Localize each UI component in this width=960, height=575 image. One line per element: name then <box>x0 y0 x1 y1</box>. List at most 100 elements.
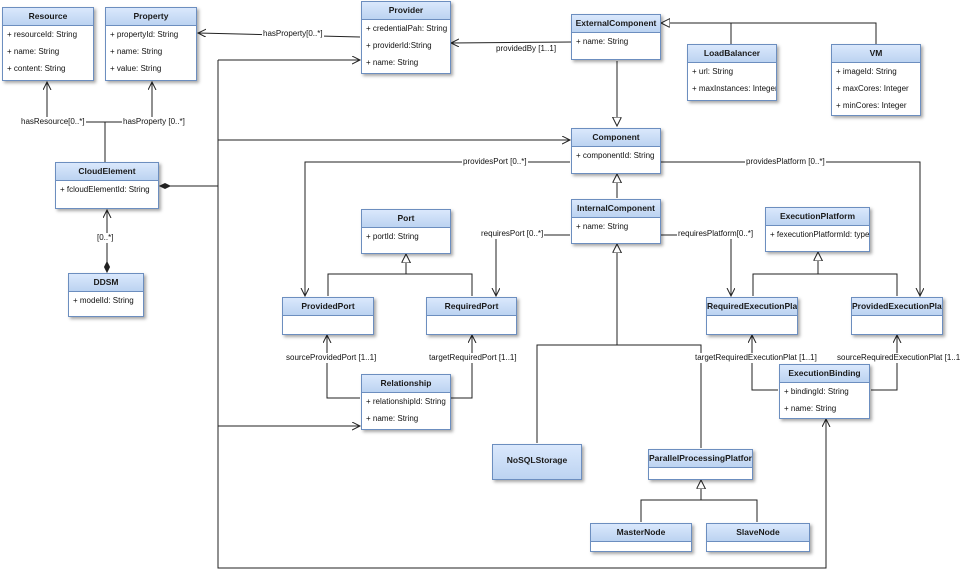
class-required-execution-platform-title: RequiredExecutionPlatform <box>707 298 797 316</box>
edge-requires-port <box>496 234 570 296</box>
class-internal-component-attr: + name: String <box>576 222 629 231</box>
class-load-balancer-attr: + url: String <box>692 67 734 76</box>
edge-target-required-port <box>451 335 472 399</box>
gen-required-exec-platform <box>752 252 818 296</box>
class-property[interactable]: Property + propertyId: String + name: St… <box>105 7 197 81</box>
class-cloud-element[interactable]: CloudElement + fcloudElementId: String <box>55 162 159 209</box>
class-required-execution-platform[interactable]: RequiredExecutionPlatform <box>706 297 798 335</box>
class-nosql-storage[interactable]: NoSQLStorage <box>492 444 582 480</box>
class-external-component-attr: + name: String <box>576 37 629 46</box>
class-component-attr: + componentId: String <box>576 151 655 160</box>
class-master-node-title: MasterNode <box>591 524 691 542</box>
class-cloud-element-title: CloudElement <box>56 163 158 181</box>
class-resource-attr: + resourceId: String <box>7 30 78 39</box>
class-port-title: Port <box>362 210 450 228</box>
class-relationship[interactable]: Relationship + relationshipId: String + … <box>361 374 451 430</box>
class-parallel-processing-platform[interactable]: ParallelProcessingPlatform <box>648 449 753 480</box>
edge-provided-by <box>451 42 573 43</box>
label-source-provided-port: sourceProvidedPort [1..1] <box>285 353 378 363</box>
label-target-required-exec-platform: targetRequiredExecutionPlat [1..1] <box>694 353 818 363</box>
class-resource-attr: + name: String <box>7 47 60 56</box>
label-source-required-exec-platform: sourceRequiredExecutionPlat [1..1] <box>836 353 960 363</box>
class-cloud-element-attr: + fcloudElementId: String <box>60 185 150 194</box>
class-provider-attr: + providerId:String <box>366 41 432 50</box>
class-port[interactable]: Port + portId: String <box>361 209 451 254</box>
class-slave-node-title: SlaveNode <box>707 524 809 542</box>
class-provider-title: Provider <box>362 2 450 20</box>
class-vm-attr: + minCores: Integer <box>836 101 907 110</box>
class-load-balancer[interactable]: LoadBalancer + url: String + maxInstance… <box>687 44 777 101</box>
class-property-attr: + name: String <box>110 47 163 56</box>
label-ddsm-multiplicity: [0..*] <box>96 233 115 243</box>
class-ddsm[interactable]: DDSM + modelId: String <box>68 273 144 317</box>
class-internal-component-title: InternalComponent <box>572 200 660 218</box>
class-relationship-attr: + relationshipId: String <box>366 397 446 406</box>
class-required-port[interactable]: RequiredPort <box>426 297 517 335</box>
edge-requires-platform <box>661 234 731 296</box>
class-external-component[interactable]: ExternalComponent + name: String <box>571 14 661 60</box>
label-has-resource: hasResource[0..*] <box>20 117 86 127</box>
gen-provided-exec-platform <box>818 273 898 296</box>
label-provides-platform: providesPlatform [0..*] <box>745 157 826 167</box>
label-provided-by: providedBy [1..1] <box>495 44 558 54</box>
class-ddsm-attr: + modelId: String <box>73 296 134 305</box>
class-internal-component[interactable]: InternalComponent + name: String <box>571 199 661 244</box>
gen-nosql-to-internal <box>536 244 617 443</box>
label-provider-has-property: hasProperty[0..*] <box>262 29 324 39</box>
class-execution-binding-attr: + bindingId: String <box>784 387 849 396</box>
class-slave-node[interactable]: SlaveNode <box>706 523 810 552</box>
class-resource[interactable]: Resource + resourceId: String + name: St… <box>2 7 94 81</box>
class-resource-attr: + content: String <box>7 64 66 73</box>
class-property-title: Property <box>106 8 196 26</box>
class-execution-binding[interactable]: ExecutionBinding + bindingId: String + n… <box>779 364 870 419</box>
gen-vm <box>731 22 877 44</box>
class-vm-attr: + imageId: String <box>836 67 897 76</box>
class-execution-binding-attr: + name: String <box>784 404 837 413</box>
class-relationship-attr: + name: String <box>366 414 419 423</box>
class-vm-attr: + maxCores: Integer <box>836 84 909 93</box>
edge-has-property <box>105 82 152 123</box>
edge-cloud-element-to-execution-binding <box>217 419 826 569</box>
gen-slave-to-parallel <box>701 499 758 522</box>
label-requires-port: requiresPort [0..*] <box>480 229 545 239</box>
class-provided-execution-platform[interactable]: ProvidedExecutionPlatform <box>851 297 943 335</box>
class-property-attr: + value: String <box>110 64 162 73</box>
class-load-balancer-attr: + maxInstances: Integer <box>692 84 776 93</box>
class-master-node[interactable]: MasterNode <box>590 523 692 552</box>
class-external-component-title: ExternalComponent <box>572 15 660 33</box>
class-property-attr: + propertyId: String <box>110 30 179 39</box>
class-required-port-title: RequiredPort <box>427 298 516 316</box>
label-has-property: hasProperty [0..*] <box>122 117 186 127</box>
class-execution-platform[interactable]: ExecutionPlatform + fexecutionPlatformId… <box>765 207 870 252</box>
class-nosql-storage-title: NoSQLStorage <box>493 445 581 479</box>
class-provider[interactable]: Provider + credentialPah: String + provi… <box>361 1 451 74</box>
gen-required-port-to-port <box>406 273 473 296</box>
gen-master-to-parallel <box>640 480 701 522</box>
class-execution-platform-title: ExecutionPlatform <box>766 208 869 226</box>
label-provides-port: providesPort [0..*] <box>462 157 528 167</box>
class-relationship-title: Relationship <box>362 375 450 393</box>
diamond-cloud-element <box>158 182 172 190</box>
gen-load-balancer <box>661 23 732 44</box>
class-provider-attr: + name: String <box>366 58 419 67</box>
class-vm-title: VM <box>832 45 920 63</box>
class-ddsm-title: DDSM <box>69 274 143 292</box>
class-load-balancer-title: LoadBalancer <box>688 45 776 63</box>
class-provided-port[interactable]: ProvidedPort <box>282 297 374 335</box>
class-vm[interactable]: VM + imageId: String + maxCores: Integer… <box>831 44 921 116</box>
diamond-ddsm <box>103 260 111 274</box>
gen-parallel-to-internal <box>617 344 702 448</box>
class-execution-binding-title: ExecutionBinding <box>780 365 869 383</box>
class-component[interactable]: Component + componentId: String <box>571 128 661 174</box>
class-provider-attr: + credentialPah: String <box>366 24 448 33</box>
class-parallel-processing-platform-title: ParallelProcessingPlatform <box>649 450 752 468</box>
gen-provided-port-to-port <box>327 254 406 296</box>
class-component-title: Component <box>572 129 660 147</box>
label-requires-platform: requiresPlatform[0..*] <box>677 229 755 239</box>
class-port-attr: + portId: String <box>366 232 419 241</box>
label-target-required-port: targetRequiredPort [1..1] <box>428 353 518 363</box>
edge-source-provided-port <box>327 335 360 399</box>
class-execution-platform-attr: + fexecutionPlatformId: type <box>770 230 869 239</box>
